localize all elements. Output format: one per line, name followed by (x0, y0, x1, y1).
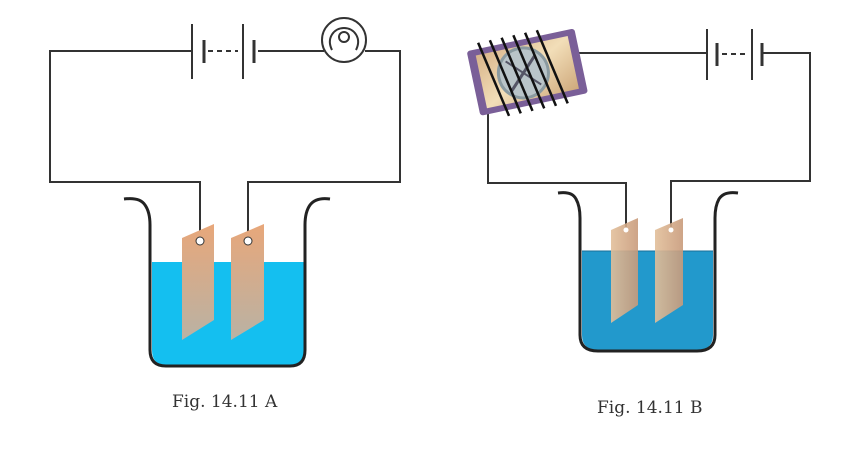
circuit-wire-a (49, 50, 401, 236)
electrode-plate-right-b (655, 218, 683, 323)
battery-icon-b (706, 29, 764, 80)
figure-a-caption: Fig. 14.11 A (172, 392, 278, 412)
electrode-plate-left-b (611, 218, 638, 323)
figure-b (467, 28, 811, 353)
compass-coil-icon (467, 28, 588, 117)
circuit-wire-b (487, 52, 811, 230)
figure-b-caption: Fig. 14.11 B (597, 398, 703, 418)
electrode-plate-right-a (231, 224, 264, 340)
beaker-b (557, 191, 739, 353)
beaker-a (123, 197, 331, 368)
electrode-plate-left-a (182, 224, 214, 340)
battery-icon-a (191, 24, 256, 79)
figure-a (49, 17, 401, 368)
bulb-icon (321, 17, 367, 63)
